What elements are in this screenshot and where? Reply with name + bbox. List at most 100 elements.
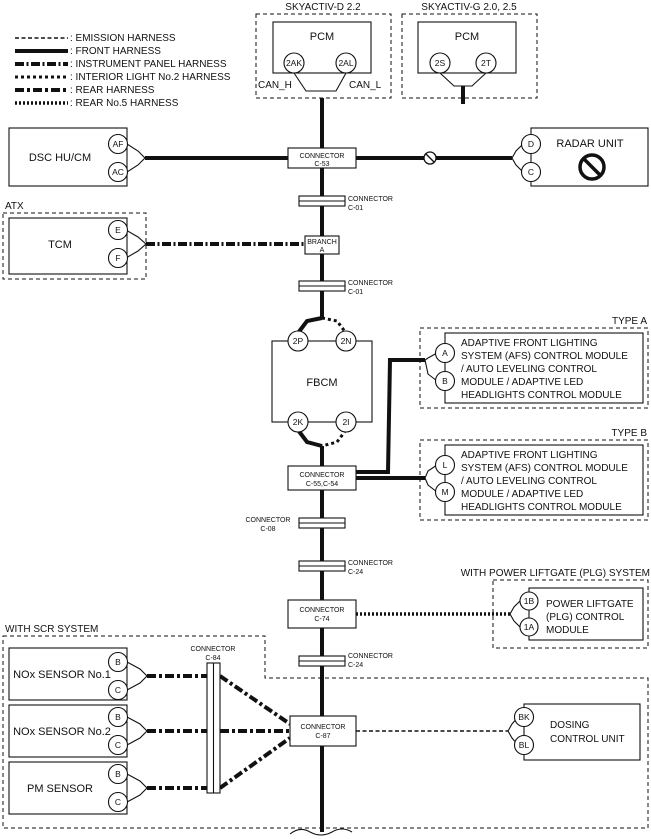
pin-2i-label: 2I	[342, 417, 349, 427]
pcm-g-name: PCM	[455, 31, 479, 43]
pin-d	[520, 133, 542, 155]
connector-c87: CONNECTOR C-87	[289, 715, 357, 747]
legend-label-rear5: : REAR No.5 HARNESS	[70, 98, 179, 109]
afs-b-line-1: ADAPTIVE FRONT LIGHTING	[461, 450, 598, 461]
connector-c84-word: CONNECTOR	[191, 646, 236, 653]
pin-c-label: C	[528, 167, 534, 177]
connector-c08-id: C-08	[260, 526, 275, 533]
connector-c87-id: C-87	[315, 733, 330, 740]
connector-c24b-id: C-24	[348, 662, 363, 669]
branch-a-id: A	[320, 247, 325, 254]
pin-f-label: F	[115, 253, 120, 263]
connector-c24a-id: C-24	[348, 569, 363, 576]
pin-2p-label: 2P	[293, 336, 304, 346]
connector-c87-word: CONNECTOR	[301, 724, 346, 731]
pm-box	[8, 761, 128, 815]
pin-d-label: D	[528, 139, 534, 149]
connector-c74: CONNECTOR C-74	[287, 599, 357, 629]
pin-bk-label: BK	[518, 712, 530, 722]
afs-b-line-2: SYSTEM (AFS) CONTROL MODULE	[461, 463, 628, 474]
connector-c01b: CONNECTOR C-01	[298, 280, 393, 296]
connector-c53-box	[287, 147, 357, 169]
branch-a-word: BRANCH	[307, 239, 337, 246]
harness-break-icon	[289, 828, 353, 836]
pin-bk	[513, 706, 535, 728]
pin-a	[434, 342, 456, 364]
connector-c01b-word: CONNECTOR	[348, 280, 393, 287]
wire-c55-afs-a	[356, 358, 425, 474]
dosing-control-unit: DOSING CONTROL UNIT BK BL	[513, 703, 641, 761]
pin-1b	[519, 591, 539, 611]
pin-2i	[335, 411, 357, 433]
connector-c87-box	[289, 715, 357, 747]
wire-dsc-pins	[126, 143, 146, 173]
pin-2s-label: 2S	[435, 58, 446, 68]
plg-line-2: (PLG) CONTROL	[546, 612, 625, 623]
plg-control-module: POWER LIFTGATE (PLG) CONTROL MODULE 1B 1…	[519, 587, 644, 641]
nox2-box	[8, 704, 128, 758]
wire-pcm-g-pins	[439, 72, 487, 87]
afs-b-line-4: MODULE / ADAPTIVE LED	[461, 489, 583, 500]
legend-label-rear: : REAR HARNESS	[70, 85, 155, 96]
nox2-pin-b	[107, 706, 129, 728]
scr-frame	[2, 635, 649, 829]
branch-a: BRANCH A	[304, 235, 340, 255]
connector-c08: CONNECTOR C-08	[246, 517, 346, 533]
connector-c01a: CONNECTOR C-01	[298, 195, 393, 212]
fbcm-box	[271, 340, 373, 423]
nox2-name: NOx SENSOR No.2	[13, 726, 111, 738]
legend: : EMISSION HARNESS : FRONT HARNESS : INS…	[15, 33, 231, 109]
dsc-name: DSC HU/CM	[29, 152, 91, 164]
pin-m	[434, 481, 456, 503]
pin-2t	[475, 52, 497, 74]
afs-b-box	[444, 444, 644, 516]
pin-a-label: A	[442, 348, 448, 358]
wire-nox1-pins	[126, 661, 148, 691]
afs-b-line-5: HEADLIGHTS CONTROL MODULE	[461, 502, 622, 513]
wire-tcm-pins	[125, 229, 147, 259]
pcm-d-name: PCM	[310, 31, 334, 43]
wire-c84-c87-c	[218, 736, 292, 790]
pin-2n	[335, 330, 357, 352]
nox2-pin-c-label: C	[115, 740, 121, 750]
pin-2al-label: 2AL	[338, 58, 353, 68]
wire-nox2-pins	[126, 716, 148, 746]
connector-c24a: CONNECTOR C-24	[298, 560, 393, 576]
wire-fbcm-2p	[296, 316, 323, 335]
atx-title: ATX	[5, 201, 24, 212]
pm-pin-b-label: B	[115, 769, 121, 779]
pcm-skyactiv-d: PCM 2AK 2AL CAN_H CAN_L	[258, 21, 382, 91]
connector-c01a-word: CONNECTOR	[348, 196, 393, 203]
wire-plg-pins	[509, 600, 521, 628]
radar-unit: RADAR UNIT D C	[520, 127, 649, 187]
afs-a-line-2: SYSTEM (AFS) CONTROL MODULE	[461, 351, 628, 362]
pin-e-label: E	[115, 225, 121, 235]
connector-c01a-id: C-01	[348, 205, 363, 212]
nox-sensor-2: NOx SENSOR No.2 B C	[8, 704, 129, 758]
plg-line-1: POWER LIFTGATE	[546, 599, 634, 610]
skyactiv-g-title: SKYACTIV-G 2.0, 2.5	[421, 2, 517, 13]
connector-c84-id: C-84	[205, 655, 220, 662]
dosing-line-2: CONTROL UNIT	[550, 734, 625, 745]
pin-2ak-label: 2AK	[286, 58, 302, 68]
pin-l	[434, 454, 456, 476]
wire-afs-a-pins	[424, 352, 438, 382]
plg-line-3: MODULE	[546, 625, 589, 636]
type-b-title: TYPE B	[611, 428, 647, 439]
pin-2s	[429, 52, 451, 74]
pin-1a-label: 1A	[524, 622, 535, 632]
branch-a-box	[304, 235, 340, 255]
type-a-title: TYPE A	[612, 316, 647, 327]
can-l-label: CAN_L	[349, 80, 382, 91]
pin-af	[107, 133, 129, 155]
pin-b-afs	[434, 370, 456, 392]
connector-c53-word: CONNECTOR	[300, 153, 345, 160]
connector-c55-box	[287, 465, 357, 491]
wire-prohibited-icon	[423, 151, 437, 165]
connector-c53: CONNECTOR C-53	[287, 147, 357, 169]
nox1-pin-b-label: B	[115, 657, 121, 667]
tcm-box	[8, 217, 128, 275]
plg-box	[528, 587, 644, 641]
afs-type-b: ADAPTIVE FRONT LIGHTING SYSTEM (AFS) CON…	[434, 444, 644, 516]
